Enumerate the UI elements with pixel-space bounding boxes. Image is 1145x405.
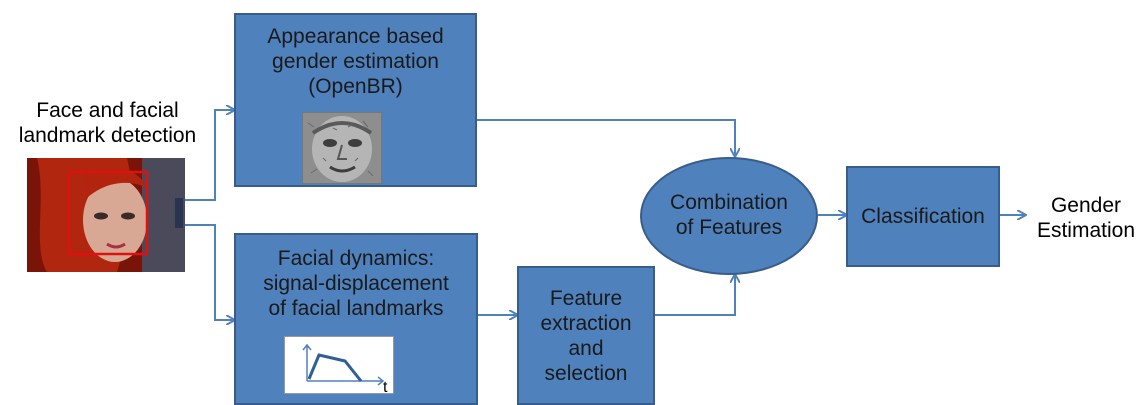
- arrow-input-to-dynamics: [185, 224, 234, 320]
- feature-line-3: and: [568, 337, 604, 360]
- feature-text: Feature extraction and selection: [519, 286, 653, 386]
- dynamics-box: Facial dynamics: signal-displacement of …: [234, 233, 478, 405]
- dynamics-line-2: signal-displacement: [263, 272, 449, 295]
- input-title-line-2: landmark detection: [18, 124, 197, 147]
- feature-line-4: selection: [544, 362, 628, 385]
- feature-line-1: Feature: [549, 287, 623, 310]
- arrow-appearance-to-combination: [477, 119, 735, 156]
- face-bounding-box: [67, 170, 149, 256]
- dynamics-line-3: of facial landmarks: [268, 297, 444, 320]
- appearance-line-1: Appearance based: [267, 25, 444, 48]
- appearance-text: Appearance based gender estimation (Open…: [236, 24, 475, 99]
- face-photo: [27, 158, 185, 272]
- grayscale-face-image: [302, 112, 382, 184]
- dynamics-text: Facial dynamics: signal-displacement of …: [236, 246, 476, 321]
- appearance-line-2: gender estimation: [272, 50, 439, 73]
- classification-box: Classification: [846, 166, 1000, 267]
- combination-text: Combination of Features: [642, 190, 816, 240]
- dynamics-line-1: Facial dynamics:: [277, 247, 435, 270]
- classification-label: Classification: [861, 205, 985, 228]
- output-line-1: Gender: [1050, 194, 1122, 217]
- feature-box: Feature extraction and selection: [517, 266, 655, 405]
- arrow-feature-to-combination: [655, 275, 735, 316]
- appearance-line-3: (OpenBR): [308, 75, 403, 98]
- output-label: Gender Estimation: [1027, 193, 1145, 243]
- input-title: Face and facial landmark detection: [0, 98, 215, 148]
- feature-line-2: extraction: [540, 312, 632, 335]
- appearance-box: Appearance based gender estimation (Open…: [234, 13, 477, 187]
- input-title-line-1: Face and facial: [36, 99, 179, 122]
- graph-axis-label: t: [383, 379, 388, 396]
- combination-ellipse: Combination of Features: [640, 157, 818, 275]
- combination-line-1: Combination: [670, 191, 788, 214]
- signal-displacement-plot-icon: t: [284, 336, 394, 396]
- arrow-input-to-appearance: [185, 110, 234, 201]
- combination-line-2: of Features: [675, 216, 783, 239]
- output-line-2: Estimation: [1036, 219, 1136, 242]
